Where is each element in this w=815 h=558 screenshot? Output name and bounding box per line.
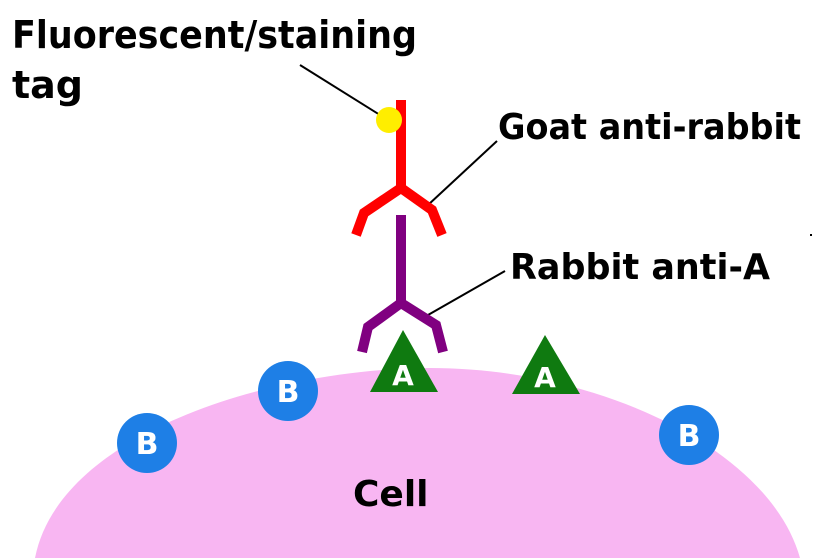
- antigen-a-1: A: [370, 330, 438, 392]
- tag-label-line1: Fluorescent/staining: [12, 13, 417, 57]
- antigen-b-3-label: B: [678, 419, 701, 454]
- antigen-b-2: B: [117, 413, 177, 473]
- rabbit-label: Rabbit anti-A: [510, 247, 770, 288]
- antigen-b-1-label: B: [277, 375, 300, 410]
- rabbit-leader-line: [428, 271, 505, 315]
- cell-label: Cell: [353, 474, 429, 515]
- antigen-a-1-label: A: [392, 359, 414, 392]
- antigen-b-1: B: [258, 361, 318, 421]
- goat-leader-line: [428, 141, 497, 205]
- fluorescent-tag: [376, 107, 402, 133]
- antigen-b-2-label: B: [136, 427, 159, 462]
- stray-mark: [810, 234, 812, 236]
- antigen-a-2: A: [512, 335, 580, 394]
- antigen-a-2-label: A: [534, 361, 556, 394]
- antigen-b-3: B: [659, 405, 719, 465]
- goat-label: Goat anti-rabbit: [498, 107, 801, 148]
- tag-label-line2: tag: [12, 63, 83, 107]
- tag-leader-line: [300, 65, 388, 120]
